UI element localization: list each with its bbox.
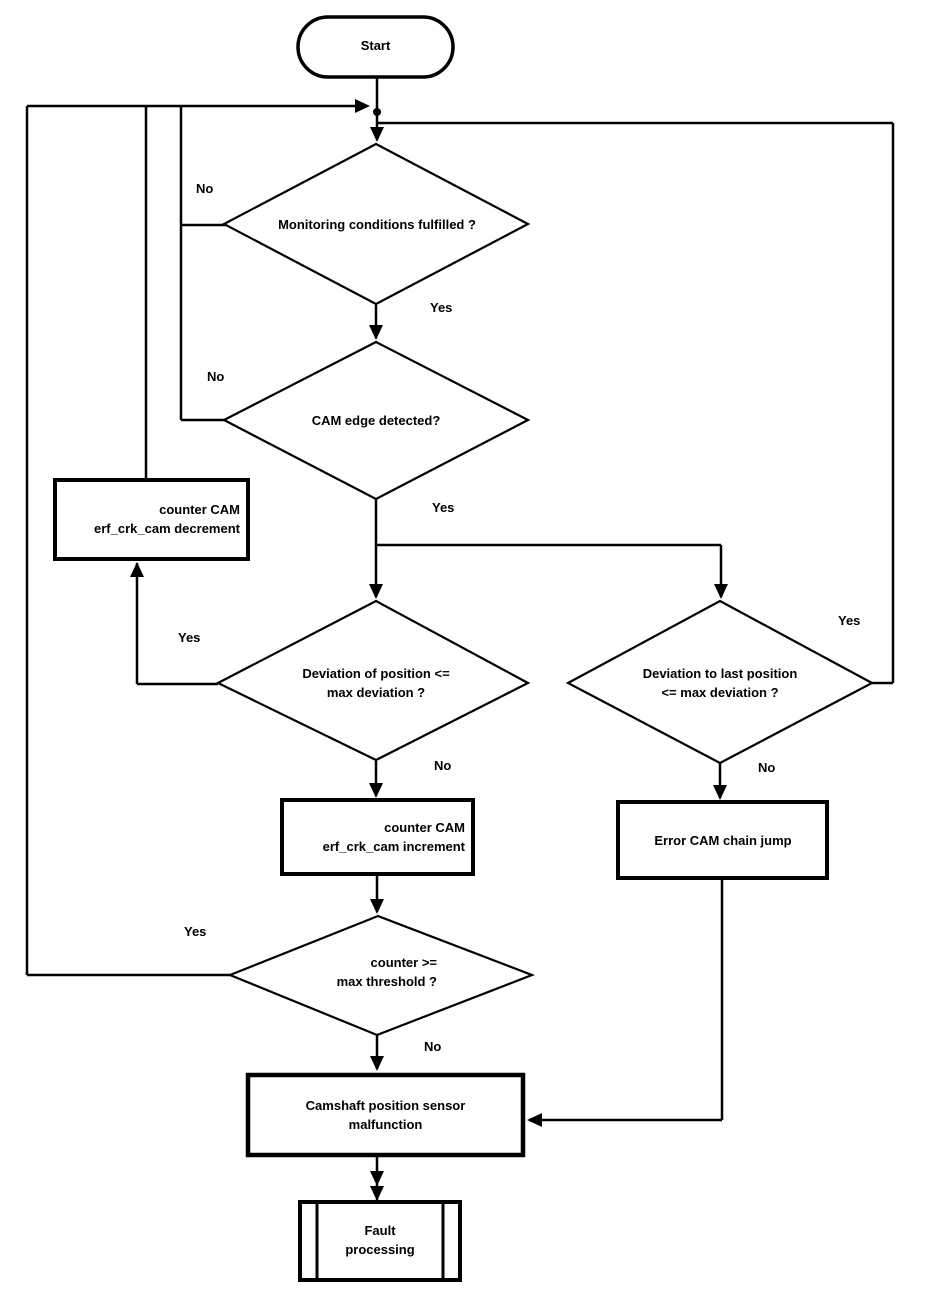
- monitoring-diamond: [221, 142, 531, 306]
- counter-decrement-box: [53, 478, 250, 561]
- fault-line2: processing: [345, 1242, 415, 1257]
- counter-decrement-line1: counter CAM: [159, 502, 240, 517]
- arrow-into-deviation-last: [714, 584, 728, 599]
- fault-label: Fault processing: [305, 1221, 455, 1259]
- edge-label-cam-yes: Yes: [432, 500, 455, 515]
- arrow-into-decrement: [130, 562, 144, 577]
- deviation-last-diamond: [565, 599, 875, 765]
- counter-increment-box: [280, 798, 475, 876]
- malfunction-line2: malfunction: [348, 1117, 423, 1132]
- counter-increment-line1: counter CAM: [384, 820, 465, 835]
- arrow-into-monitoring: [370, 127, 384, 142]
- arrow-into-counter-threshold: [370, 899, 384, 914]
- edge-label-counter-yes: Yes: [184, 924, 207, 939]
- cam-edge-diamond: [221, 340, 531, 501]
- monitoring-label: Monitoring conditions fulfilled ?: [278, 217, 476, 232]
- deviation-last-label: Deviation to last position <= max deviat…: [594, 664, 846, 702]
- edge-label-devlast-yes: Yes: [838, 613, 861, 628]
- counter-increment-line2: erf_crk_cam increment: [322, 839, 465, 854]
- arrow-into-fault-lower: [370, 1186, 384, 1201]
- deviation-position-line2: max deviation ?: [326, 685, 426, 700]
- malfunction-line1: Camshaft position sensor: [305, 1098, 466, 1113]
- arrow-into-deviation-position: [369, 584, 383, 599]
- counter-increment-label: counter CAM erf_crk_cam increment: [285, 818, 465, 856]
- deviation-last-line1: Deviation to last position: [642, 666, 798, 681]
- edge-label-cam-no: No: [207, 369, 225, 384]
- deviation-position-diamond: [215, 599, 531, 762]
- arrow-error-into-malfunction: [527, 1113, 542, 1127]
- edge-label-monitoring-no: No: [196, 181, 214, 196]
- arrow-into-junction: [355, 99, 370, 113]
- edge-label-devlast-no: No: [758, 760, 776, 775]
- error-cam-chain-box: [616, 800, 829, 880]
- fault-box: [298, 1200, 462, 1282]
- edge-label-monitoring-yes: Yes: [430, 300, 453, 315]
- edge-label-devpos-no: No: [434, 758, 452, 773]
- malfunction-label: Camshaft position sensor malfunction: [253, 1096, 518, 1134]
- counter-threshold-line1: counter >=: [370, 955, 437, 970]
- arrow-into-fault-upper: [370, 1171, 384, 1186]
- counter-threshold-label: counter >= max threshold ?: [280, 953, 437, 991]
- cam-edge-label: CAM edge detected?: [311, 413, 441, 428]
- deviation-last-line2: <= max deviation ?: [661, 685, 779, 700]
- malfunction-box: [245, 1072, 526, 1158]
- edge-label-devpos-yes: Yes: [178, 630, 201, 645]
- counter-threshold-line2: max threshold ?: [336, 974, 437, 989]
- counter-threshold-diamond: [227, 914, 536, 1037]
- fault-line1: Fault: [364, 1223, 396, 1238]
- deviation-position-label: Deviation of position <= max deviation ?: [250, 664, 502, 702]
- arrow-into-increment: [369, 783, 383, 798]
- start-shape: [296, 15, 455, 79]
- edge-label-counter-no: No: [424, 1039, 442, 1054]
- arrow-into-cam-edge: [369, 325, 383, 340]
- counter-decrement-line2: erf_crk_cam decrement: [94, 521, 240, 536]
- arrow-into-malfunction: [370, 1056, 384, 1071]
- counter-decrement-label: counter CAM erf_crk_cam decrement: [58, 500, 240, 538]
- junction-dot: [373, 108, 381, 116]
- start-label: Start: [360, 38, 391, 53]
- deviation-position-line1: Deviation of position <=: [302, 666, 450, 681]
- error-cam-chain-label: Error CAM chain jump: [654, 833, 792, 848]
- arrow-into-error-box: [713, 785, 727, 800]
